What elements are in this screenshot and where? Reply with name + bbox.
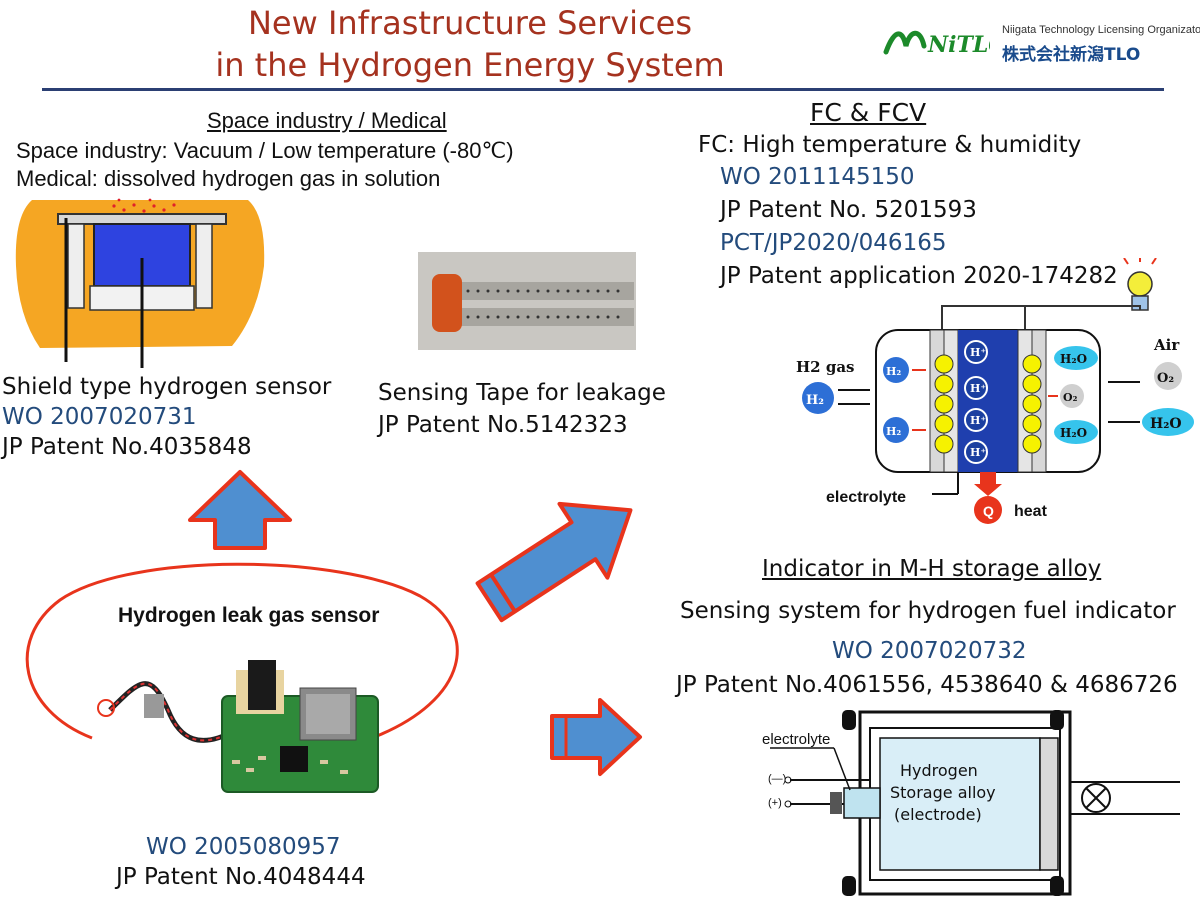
hplus-label-3: H⁺ bbox=[970, 414, 986, 427]
air-label: Air bbox=[1153, 336, 1180, 354]
fuel-cell-diagram: H⁺ H⁺ H⁺ H⁺ H₂ H₂ H₂ H₂O H₂O O₂ O₂ H₂O H… bbox=[796, 258, 1194, 524]
h2o-inner-top: H₂O bbox=[1060, 352, 1087, 366]
shield-sensor-image bbox=[15, 198, 265, 368]
fc-heading: FC & FCV bbox=[810, 98, 927, 127]
title-line-1: New Infrastructure Services bbox=[247, 4, 693, 42]
arrow-diagonal bbox=[475, 501, 633, 623]
fc-jp2: JP Patent application 2020-174282 bbox=[720, 263, 1118, 289]
o2-inner: O₂ bbox=[1063, 391, 1078, 404]
electrolyte-label: electrolyte bbox=[826, 489, 906, 506]
logo-org: Niigata Technology Licensing Organizaton bbox=[1002, 24, 1200, 36]
indicator-heading: Indicator in M-H storage alloy bbox=[762, 556, 1102, 582]
mh-electrolyte-label: electrolyte bbox=[762, 731, 830, 748]
alloy-line-2: Storage alloy bbox=[890, 783, 996, 802]
page-title: New Infrastructure Services in the Hydro… bbox=[0, 2, 940, 86]
alloy-line-3: (electrode) bbox=[894, 805, 982, 824]
shield-wo: WO 2007020731 bbox=[2, 404, 197, 430]
h2o-outer: H₂O bbox=[1150, 416, 1182, 432]
logo-jp: 株式会社新潟TLO bbox=[1002, 45, 1141, 65]
fc-pct: PCT/JP2020/046165 bbox=[720, 230, 947, 256]
space-line-1: Space industry: Vacuum / Low temperature… bbox=[16, 138, 514, 163]
fc-line-1: FC: High temperature & humidity bbox=[698, 132, 1082, 158]
logo-mark-text: NiTLO bbox=[927, 32, 990, 58]
indicator-jp: JP Patent No.4061556, 4538640 & 4686726 bbox=[676, 672, 1178, 698]
sensing-tape-image bbox=[418, 252, 636, 350]
nitlo-logo-mark-icon: NiTLO bbox=[883, 30, 990, 58]
hplus-label-2: H⁺ bbox=[970, 382, 986, 395]
hplus-label-4: H⁺ bbox=[970, 446, 986, 459]
space-line-2: Medical: dissolved hydrogen gas in solut… bbox=[16, 166, 441, 191]
alloy-line-1: Hydrogen bbox=[900, 761, 978, 780]
q-label: Q bbox=[983, 503, 994, 519]
arrow-up bbox=[188, 470, 292, 550]
h2-bubble-left: H₂ bbox=[806, 393, 824, 408]
hplus-label-1: H⁺ bbox=[970, 346, 986, 359]
h2-gas-label: H2 gas bbox=[796, 358, 854, 376]
indicator-line-1: Sensing system for hydrogen fuel indicat… bbox=[680, 598, 1176, 624]
tape-jp: JP Patent No.5142323 bbox=[378, 412, 628, 438]
shield-title: Shield type hydrogen sensor bbox=[2, 374, 332, 400]
heat-label: heat bbox=[1014, 503, 1048, 520]
leak-title: Hydrogen leak gas sensor bbox=[118, 604, 380, 627]
h2-bubble-top: H₂ bbox=[886, 365, 901, 378]
h2o-inner-bottom: H₂O bbox=[1060, 426, 1087, 440]
fc-wo: WO 2011145150 bbox=[720, 164, 915, 190]
space-heading: Space industry / Medical bbox=[207, 108, 447, 133]
mh-storage-diagram: electrolyte (—) (+) Hydrogen Storage all… bbox=[762, 710, 1180, 896]
arrow-right bbox=[550, 698, 642, 776]
leak-wo: WO 2005080957 bbox=[146, 834, 341, 860]
light-bulb-icon bbox=[1123, 258, 1157, 311]
leak-sensor-image bbox=[25, 562, 459, 793]
header-divider bbox=[42, 88, 1164, 91]
fc-jp1: JP Patent No. 5201593 bbox=[720, 197, 977, 223]
leak-jp: JP Patent No.4048444 bbox=[116, 864, 366, 890]
o2-outer: O₂ bbox=[1157, 371, 1174, 386]
logo: NiTLO Niigata Technology Licensing Organ… bbox=[880, 22, 1200, 68]
minus-terminal-label: (—) bbox=[768, 773, 786, 785]
title-line-2: in the Hydrogen Energy System bbox=[215, 46, 725, 84]
h2-bubble-bottom: H₂ bbox=[886, 425, 901, 438]
indicator-wo: WO 2007020732 bbox=[832, 638, 1027, 664]
tape-title: Sensing Tape for leakage bbox=[378, 380, 666, 406]
shield-jp: JP Patent No.4035848 bbox=[2, 434, 252, 460]
plus-terminal-label: (+) bbox=[768, 797, 782, 809]
